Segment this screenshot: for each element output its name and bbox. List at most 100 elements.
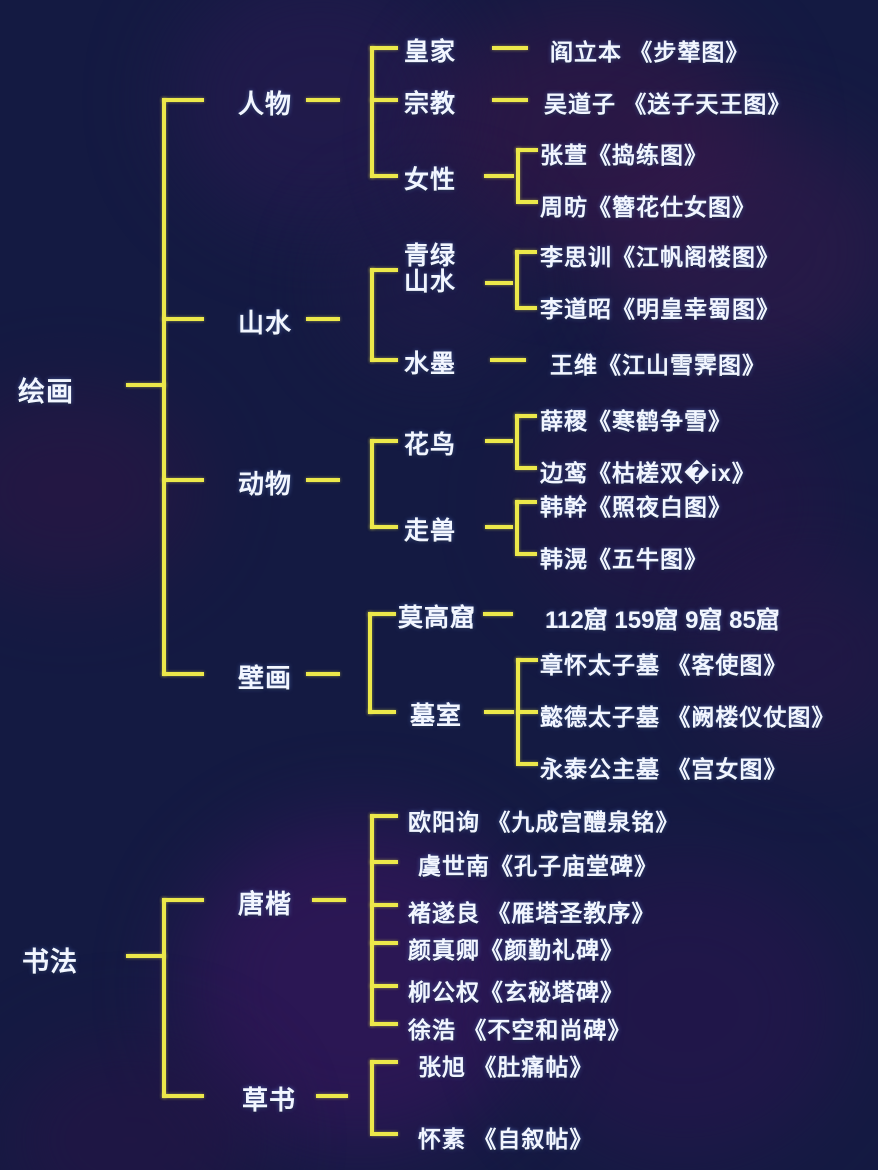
connector-tomb-stub	[484, 710, 514, 714]
connector-caoshu-bracket	[370, 1060, 374, 1132]
connector-figure-to-religion	[370, 98, 398, 102]
connector-birdflower-bracket	[515, 414, 519, 466]
branch-node-landscape[interactable]: 山水	[238, 308, 293, 338]
connector-kaishu-stub	[312, 898, 346, 902]
leaf-inkwash-work-0[interactable]: 王维《江山雪霁图》	[550, 352, 766, 378]
leaf-tomb-work-1[interactable]: 懿德太子墓 《阙楼仪仗图》	[540, 704, 836, 730]
connector-mural-to-tomb	[368, 710, 396, 714]
connector-women-bracket	[516, 148, 520, 200]
sub-node-beast[interactable]: 走兽	[404, 517, 457, 545]
connector-women-to-work-0	[516, 148, 538, 152]
connector-figure-to-royal	[370, 46, 398, 50]
leaf-kaishu-work-2[interactable]: 褚遂良 《雁塔圣教序》	[408, 900, 656, 926]
connector-animal-to-beast	[370, 525, 398, 529]
connector-kaishu-to-work-0	[370, 814, 398, 818]
connector-bluegreen-stub	[485, 281, 513, 285]
connector-animal-bracket	[370, 439, 374, 529]
connector-kaishu-to-work-4	[370, 984, 398, 988]
connector-kaishu-to-work-3	[370, 941, 398, 945]
sub-node-royal[interactable]: 皇家	[404, 38, 457, 66]
connector-painting-to-landscape	[162, 317, 204, 321]
connector-beast-stub	[485, 525, 513, 529]
branch-node-mural[interactable]: 壁画	[238, 663, 293, 693]
connector-tomb-to-work-1	[516, 710, 538, 714]
connector-painting-to-figure	[162, 98, 204, 102]
leaf-mogao-work-0[interactable]: 112窟 159窟 9窟 85窟	[545, 607, 780, 634]
connector-landscape-to-inkwash	[370, 358, 398, 362]
connector-women-stub	[484, 174, 514, 178]
connector-kaishu-to-work-5	[370, 1022, 398, 1026]
connector-mural-stub	[306, 672, 340, 676]
root-node-calligraphy[interactable]: 书法	[22, 947, 78, 977]
connector-calligraphy-to-kaishu	[162, 898, 204, 902]
connector-tomb-to-work-0	[516, 658, 538, 662]
leaf-tomb-work-0[interactable]: 章怀太子墓 《客使图》	[540, 652, 788, 678]
connector-painting-to-animal	[162, 478, 204, 482]
connector-animal-stub	[306, 478, 340, 482]
leaf-birdflower-work-0[interactable]: 薛稷《寒鹤争雪》	[540, 408, 732, 434]
sub-node-religion[interactable]: 宗教	[404, 90, 457, 118]
root-node-painting[interactable]: 绘画	[18, 377, 74, 407]
connector-birdflower-to-work-0	[515, 414, 537, 418]
sub-node-women[interactable]: 女性	[404, 166, 457, 194]
leaf-caoshu-work-0[interactable]: 张旭 《肚痛帖》	[418, 1054, 594, 1080]
sub-node-bluegreen[interactable]: 青绿 山水	[404, 242, 457, 296]
leaf-bluegreen-work-0[interactable]: 李思训《江帆阁楼图》	[540, 244, 780, 270]
connector-beast-bracket	[515, 500, 519, 552]
connector-bluegreen-to-work-1	[515, 306, 537, 310]
connector-caoshu-to-work-1	[370, 1132, 398, 1136]
branch-node-caoshu[interactable]: 草书	[242, 1085, 297, 1115]
leaf-bluegreen-work-1[interactable]: 李道昭《明皇幸蜀图》	[540, 296, 780, 322]
connector-kaishu-to-work-2	[370, 903, 398, 907]
connector-beast-to-work-0	[515, 500, 537, 504]
leaf-beast-work-1[interactable]: 韩滉《五牛图》	[540, 546, 708, 572]
connector-animal-to-birdflower	[370, 439, 398, 443]
leaf-kaishu-work-4[interactable]: 柳公权《玄秘塔碑》	[408, 979, 624, 1005]
connector-figure-stub	[306, 98, 340, 102]
connector-mogao-to-work	[483, 612, 513, 616]
connector-landscape-bracket	[370, 268, 374, 362]
connector-painting-to-mural	[162, 672, 204, 676]
branch-node-animal[interactable]: 动物	[238, 469, 293, 499]
leaf-religion-work-0[interactable]: 吴道子 《送子天王图》	[544, 91, 792, 117]
leaf-kaishu-work-5[interactable]: 徐浩 《不空和尚碑》	[408, 1017, 632, 1043]
connector-painting-spine	[162, 98, 166, 676]
connector-birdflower-to-work-1	[515, 466, 537, 470]
leaf-birdflower-work-1[interactable]: 边鸾《枯槎双�ix》	[540, 460, 756, 486]
leaf-caoshu-work-1[interactable]: 怀素 《自叙帖》	[418, 1126, 594, 1152]
connector-bluegreen-bracket	[515, 250, 519, 306]
branch-node-figure[interactable]: 人物	[238, 89, 293, 119]
leaf-kaishu-work-3[interactable]: 颜真卿《颜勤礼碑》	[408, 937, 624, 963]
connector-tomb-to-work-2	[516, 762, 538, 766]
connector-kaishu-bracket	[370, 814, 374, 1026]
connector-calligraphy-to-caoshu	[162, 1094, 204, 1098]
connector-bluegreen-to-work-0	[515, 250, 537, 254]
sub-node-birdflower[interactable]: 花鸟	[404, 431, 457, 459]
sub-node-tomb[interactable]: 墓室	[410, 702, 463, 730]
connector-beast-to-work-1	[515, 552, 537, 556]
branch-node-kaishu[interactable]: 唐楷	[238, 889, 293, 919]
connector-figure-bracket	[370, 46, 374, 178]
connector-landscape-to-bluegreen	[370, 268, 398, 272]
leaf-royal-work-0[interactable]: 阎立本 《步辇图》	[550, 39, 750, 65]
leaf-women-work-1[interactable]: 周昉《簪花仕女图》	[540, 194, 756, 220]
connector-caoshu-stub	[316, 1094, 348, 1098]
connector-birdflower-stub	[485, 439, 513, 443]
leaf-beast-work-0[interactable]: 韩幹《照夜白图》	[540, 494, 732, 520]
leaf-tomb-work-2[interactable]: 永泰公主墓 《宫女图》	[540, 756, 788, 782]
connector-root-calligraphy-stub	[126, 954, 166, 958]
sub-node-inkwash[interactable]: 水墨	[404, 350, 457, 378]
sub-node-mogao[interactable]: 莫高窟	[398, 604, 477, 632]
leaf-kaishu-work-1[interactable]: 虞世南《孔子庙堂碑》	[418, 853, 658, 879]
connector-root-painting-stub	[126, 383, 166, 387]
connector-inkwash-to-work	[490, 358, 526, 362]
connector-figure-to-women	[370, 174, 398, 178]
connector-women-to-work-1	[516, 200, 538, 204]
connector-landscape-stub	[306, 317, 340, 321]
leaf-kaishu-work-0[interactable]: 欧阳询 《九成宫醴泉铭》	[408, 809, 680, 835]
connector-calligraphy-spine	[162, 898, 166, 1098]
connector-mural-to-mogao	[368, 612, 396, 616]
connector-royal-to-work	[492, 46, 528, 50]
leaf-women-work-0[interactable]: 张萱《捣练图》	[540, 142, 708, 168]
